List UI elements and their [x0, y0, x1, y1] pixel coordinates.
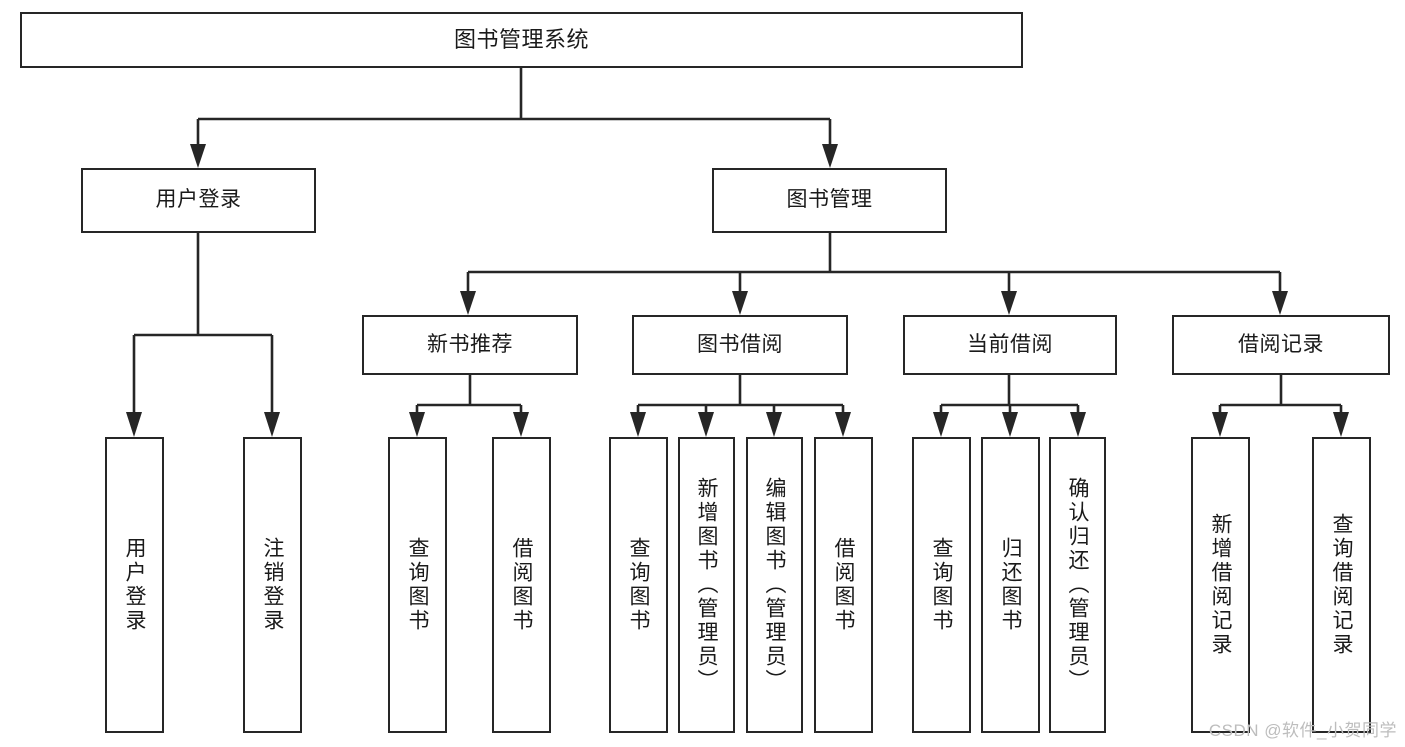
node-label: 新增借阅记录 — [1209, 513, 1232, 657]
arrow-borrow-to-leaf3 — [766, 412, 782, 437]
leaf-add-borrow-record[interactable]: 新增借阅记录 — [1191, 437, 1250, 733]
node-label: 借阅图书 — [832, 537, 855, 633]
arrow-record-to-leaf1 — [1212, 412, 1228, 437]
node-label: 查询图书 — [930, 537, 953, 633]
node-label: 图书管理 — [786, 188, 873, 212]
leaf-confirm-return-admin[interactable]: 确认归还（管理员） — [1049, 437, 1106, 733]
node-label: 确认归还（管理员） — [1066, 477, 1089, 693]
node-label: 归还图书 — [999, 537, 1022, 633]
node-new-book-recommendation[interactable]: 新书推荐 — [362, 315, 578, 375]
leaf-borrow-book-new-recommendation[interactable]: 借阅图书 — [492, 437, 551, 733]
arrow-book-manage-to-record — [1272, 291, 1288, 315]
node-label: 借阅记录 — [1238, 332, 1324, 356]
node-label: 编辑图书（管理员） — [763, 477, 786, 693]
node-label: 图书管理系统 — [453, 27, 589, 53]
arrow-borrow-to-leaf2 — [698, 412, 714, 437]
node-label: 查询借阅记录 — [1330, 513, 1353, 657]
arrow-current-to-leaf3 — [1070, 412, 1086, 437]
node-root-book-management-system[interactable]: 图书管理系统 — [20, 12, 1023, 68]
node-label: 用户登录 — [123, 537, 146, 633]
arrow-new-book-to-leaf1 — [409, 412, 425, 437]
leaf-add-book-admin[interactable]: 新增图书（管理员） — [678, 437, 735, 733]
node-label: 新书推荐 — [427, 332, 513, 356]
arrow-user-login-to-leaf2 — [264, 412, 280, 437]
arrow-current-to-leaf1 — [933, 412, 949, 437]
arrow-root-to-book-manage — [822, 144, 838, 168]
leaf-user-login[interactable]: 用户登录 — [105, 437, 164, 733]
node-book-management[interactable]: 图书管理 — [712, 168, 947, 233]
arrow-borrow-to-leaf4 — [835, 412, 851, 437]
node-label: 注销登录 — [261, 537, 284, 633]
arrow-record-to-leaf2 — [1333, 412, 1349, 437]
leaf-query-book-borrow[interactable]: 查询图书 — [609, 437, 668, 733]
node-label: 新增图书（管理员） — [695, 477, 718, 693]
node-label: 图书借阅 — [697, 332, 783, 356]
node-current-borrow[interactable]: 当前借阅 — [903, 315, 1117, 375]
leaf-borrow-book-borrow[interactable]: 借阅图书 — [814, 437, 873, 733]
arrow-user-login-to-leaf1 — [126, 412, 142, 437]
node-label: 用户登录 — [155, 188, 242, 212]
arrow-borrow-to-leaf1 — [630, 412, 646, 437]
arrow-new-book-to-leaf2 — [513, 412, 529, 437]
arrow-current-to-leaf2 — [1002, 412, 1018, 437]
arrow-root-to-user-login — [190, 144, 206, 168]
node-borrow-record[interactable]: 借阅记录 — [1172, 315, 1390, 375]
node-label: 当前借阅 — [967, 332, 1053, 356]
leaf-query-borrow-record[interactable]: 查询借阅记录 — [1312, 437, 1371, 733]
leaf-user-logout[interactable]: 注销登录 — [243, 437, 302, 733]
leaf-return-book[interactable]: 归还图书 — [981, 437, 1040, 733]
arrow-book-manage-to-new-book — [460, 291, 476, 315]
arrow-book-manage-to-current — [1001, 291, 1017, 315]
arrow-book-manage-to-borrow — [732, 291, 748, 315]
leaf-edit-book-admin[interactable]: 编辑图书（管理员） — [746, 437, 803, 733]
node-book-borrow[interactable]: 图书借阅 — [632, 315, 848, 375]
node-user-login[interactable]: 用户登录 — [81, 168, 316, 233]
leaf-query-book-new-recommendation[interactable]: 查询图书 — [388, 437, 447, 733]
leaf-query-book-current[interactable]: 查询图书 — [912, 437, 971, 733]
node-label: 借阅图书 — [510, 537, 533, 633]
node-label: 查询图书 — [627, 537, 650, 633]
node-label: 查询图书 — [406, 537, 429, 633]
